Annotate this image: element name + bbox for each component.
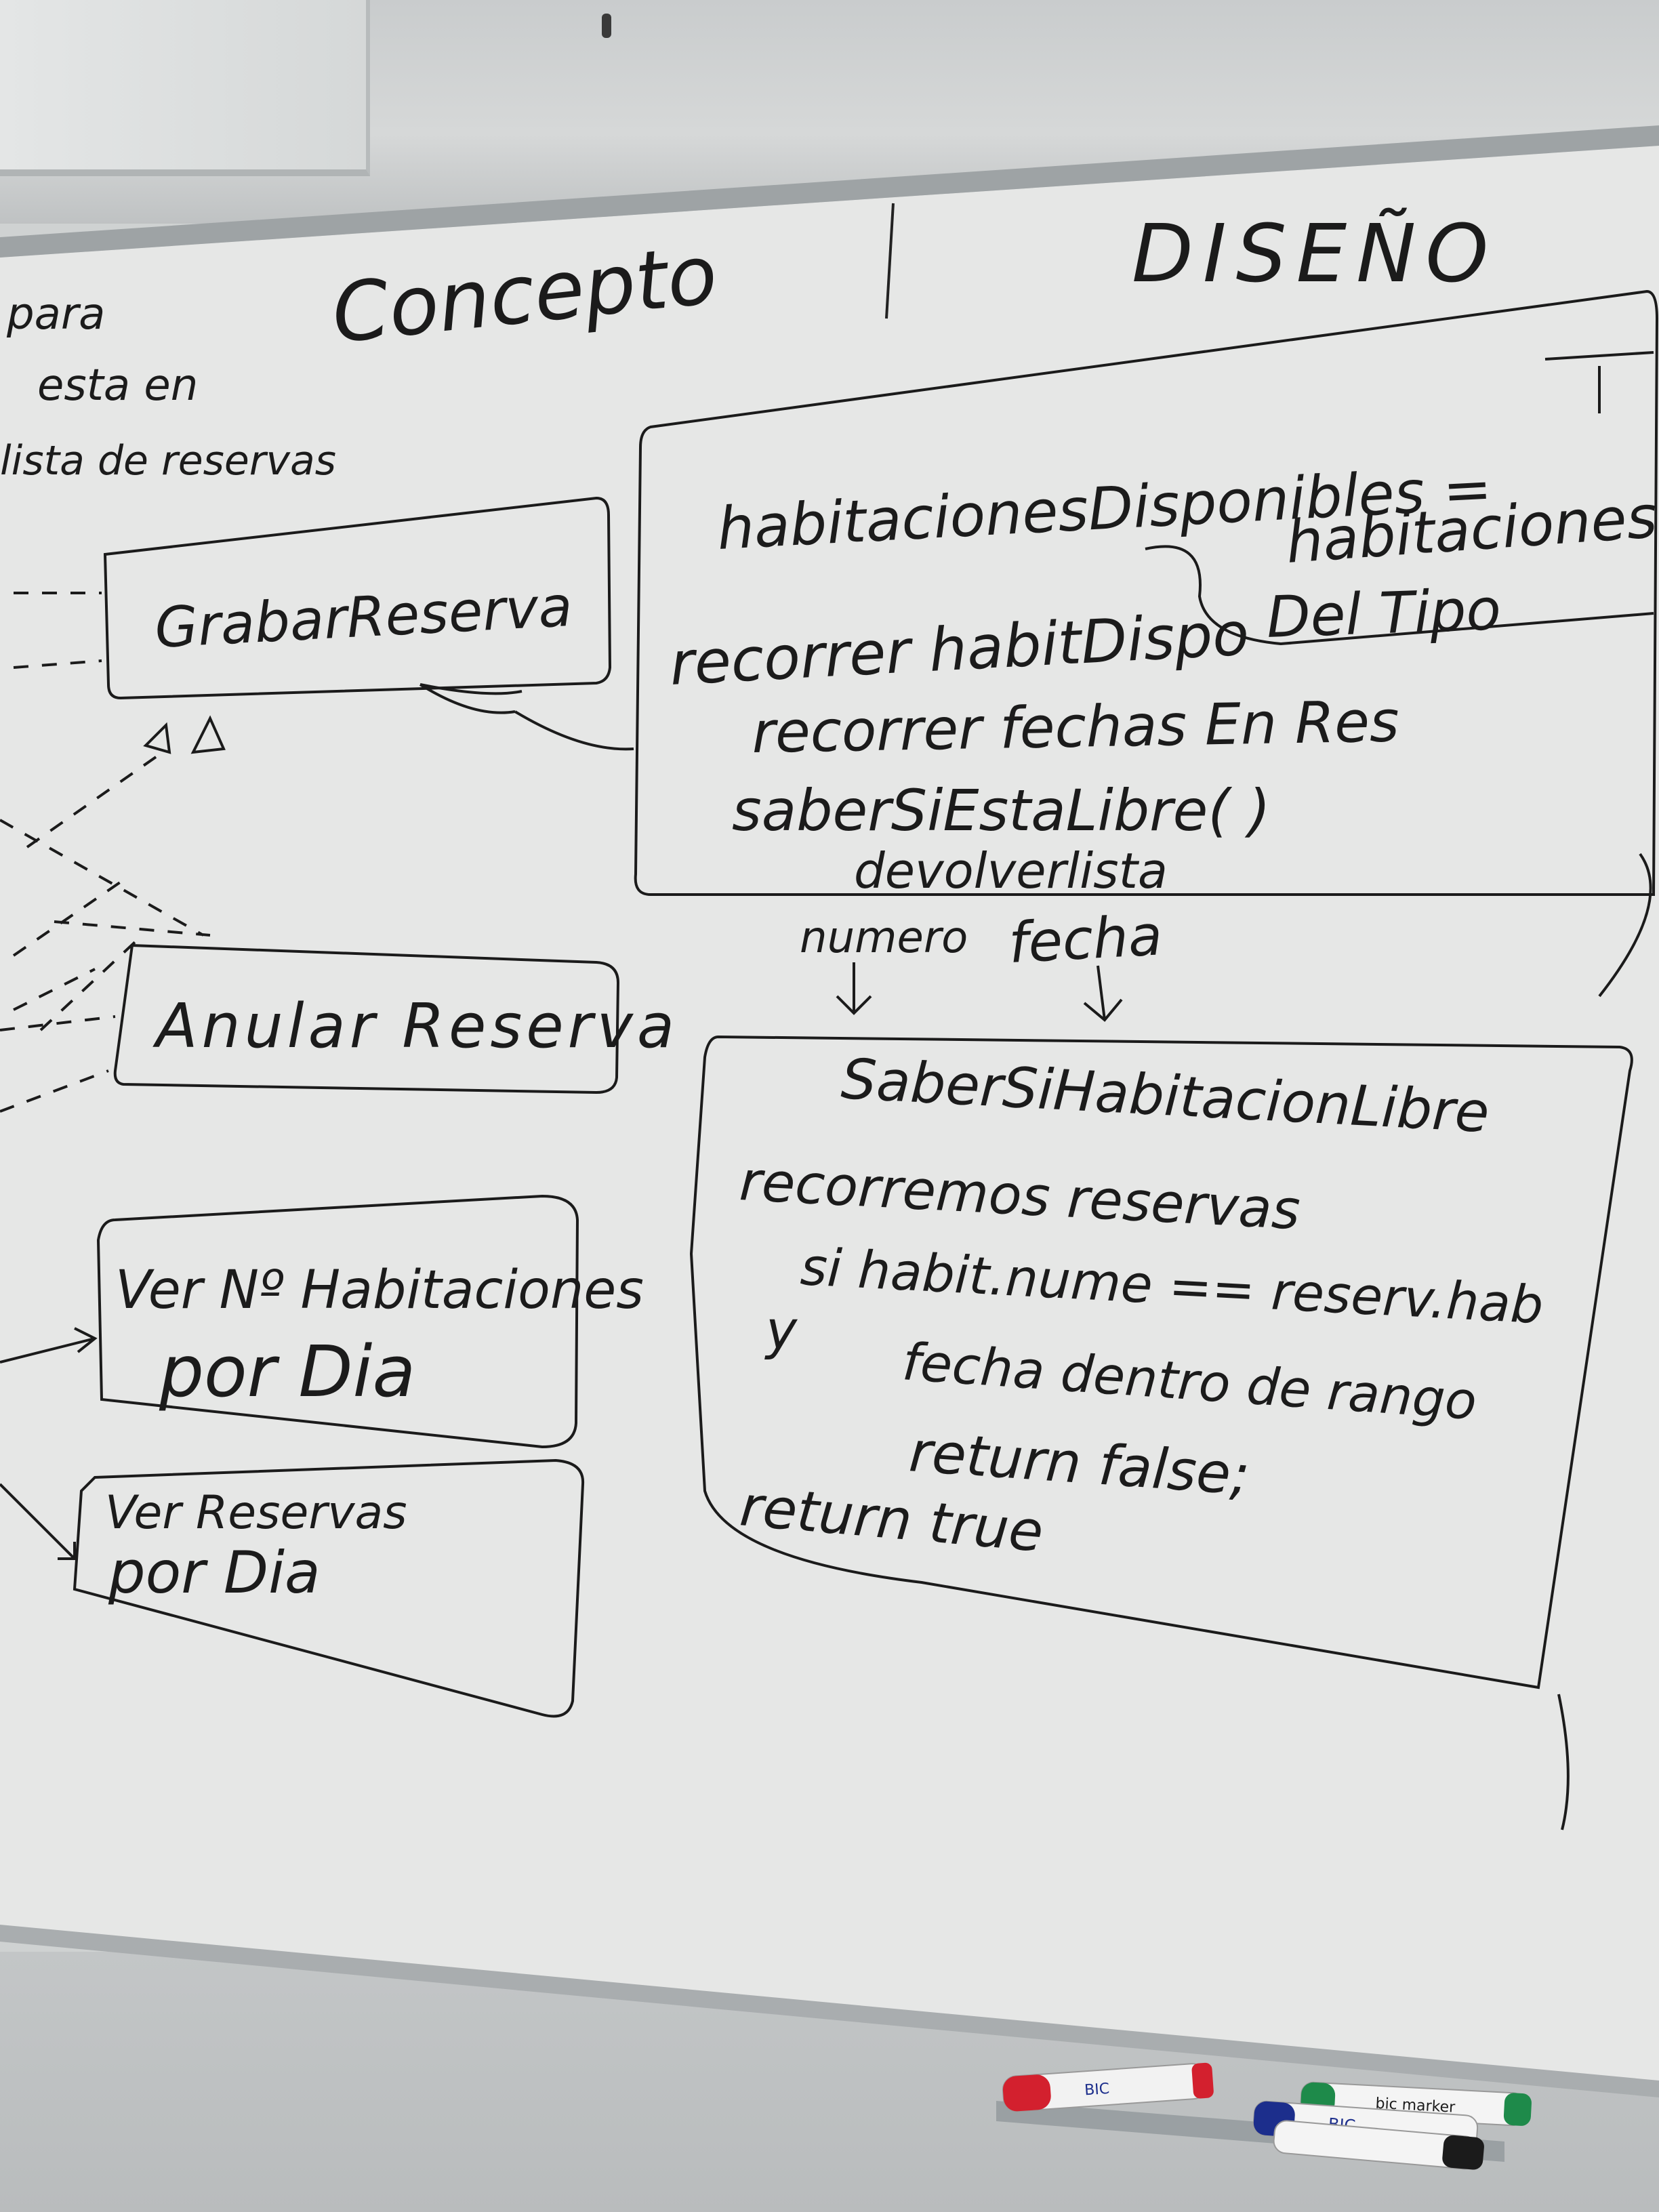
red-marker[interactable]: BIC bbox=[1002, 2062, 1214, 2112]
design-box-2-line-3: y bbox=[764, 1300, 798, 1361]
ver-habitaciones-box bbox=[96, 1194, 579, 1449]
left-note-line-3: lista de reservas bbox=[0, 437, 336, 485]
grabar-reserva-box bbox=[103, 496, 612, 700]
param-arrows bbox=[836, 962, 1123, 1022]
whiteboard-top-frame bbox=[0, 125, 1659, 258]
design-box-1 bbox=[634, 289, 1659, 896]
whiteboard-surface bbox=[0, 146, 1659, 2094]
left-note-line-1: para bbox=[6, 289, 105, 340]
design-box-1-signature-right-2: Del Tipo bbox=[1265, 576, 1502, 651]
right-edge-scribbles bbox=[1544, 351, 1654, 1830]
design-box-2 bbox=[689, 1035, 1633, 1689]
ver-reservas-label-2: por Dia bbox=[108, 1539, 321, 1607]
design-box-1-line-2: recorrer fechas En Res bbox=[752, 688, 1400, 766]
anular-reserva-label: Anular Reserva bbox=[152, 991, 678, 1062]
whiteboard-bottom-frame bbox=[0, 1925, 1659, 2097]
red-marker-brand: BIC bbox=[1084, 2081, 1110, 2100]
ver-reservas-box bbox=[73, 1458, 585, 1718]
triangle-marks bbox=[143, 715, 226, 754]
projector-screen-housing bbox=[0, 0, 370, 176]
design-box-1-line-3: saberSiEstaLibre( ) bbox=[732, 777, 1271, 844]
ver-habitaciones-label-2: por Dia bbox=[159, 1330, 415, 1413]
dashed-association-lines bbox=[0, 592, 211, 1113]
ver-habitaciones-label-1: Ver Nº Habitaciones bbox=[115, 1260, 644, 1321]
design-box-1-underline bbox=[1145, 545, 1654, 646]
ver-reservas-arrow bbox=[0, 1483, 76, 1560]
ver-reservas-label-1: Ver Reservas bbox=[105, 1486, 407, 1540]
anular-reserva-box bbox=[113, 943, 620, 1094]
design-header: DISEÑO bbox=[1132, 207, 1498, 300]
grabar-reserva-connector bbox=[419, 683, 634, 751]
ver-habitaciones-arrow bbox=[0, 1327, 98, 1364]
ceiling-fixture bbox=[602, 14, 611, 38]
left-note-line-2: esta en bbox=[37, 361, 198, 411]
param-numero: numero bbox=[800, 913, 968, 963]
black-marker[interactable] bbox=[1273, 2120, 1485, 2171]
section-divider-line bbox=[885, 203, 895, 319]
design-box-1-line-4: devolverlista bbox=[854, 842, 1168, 899]
param-fecha: fecha bbox=[1007, 903, 1164, 976]
